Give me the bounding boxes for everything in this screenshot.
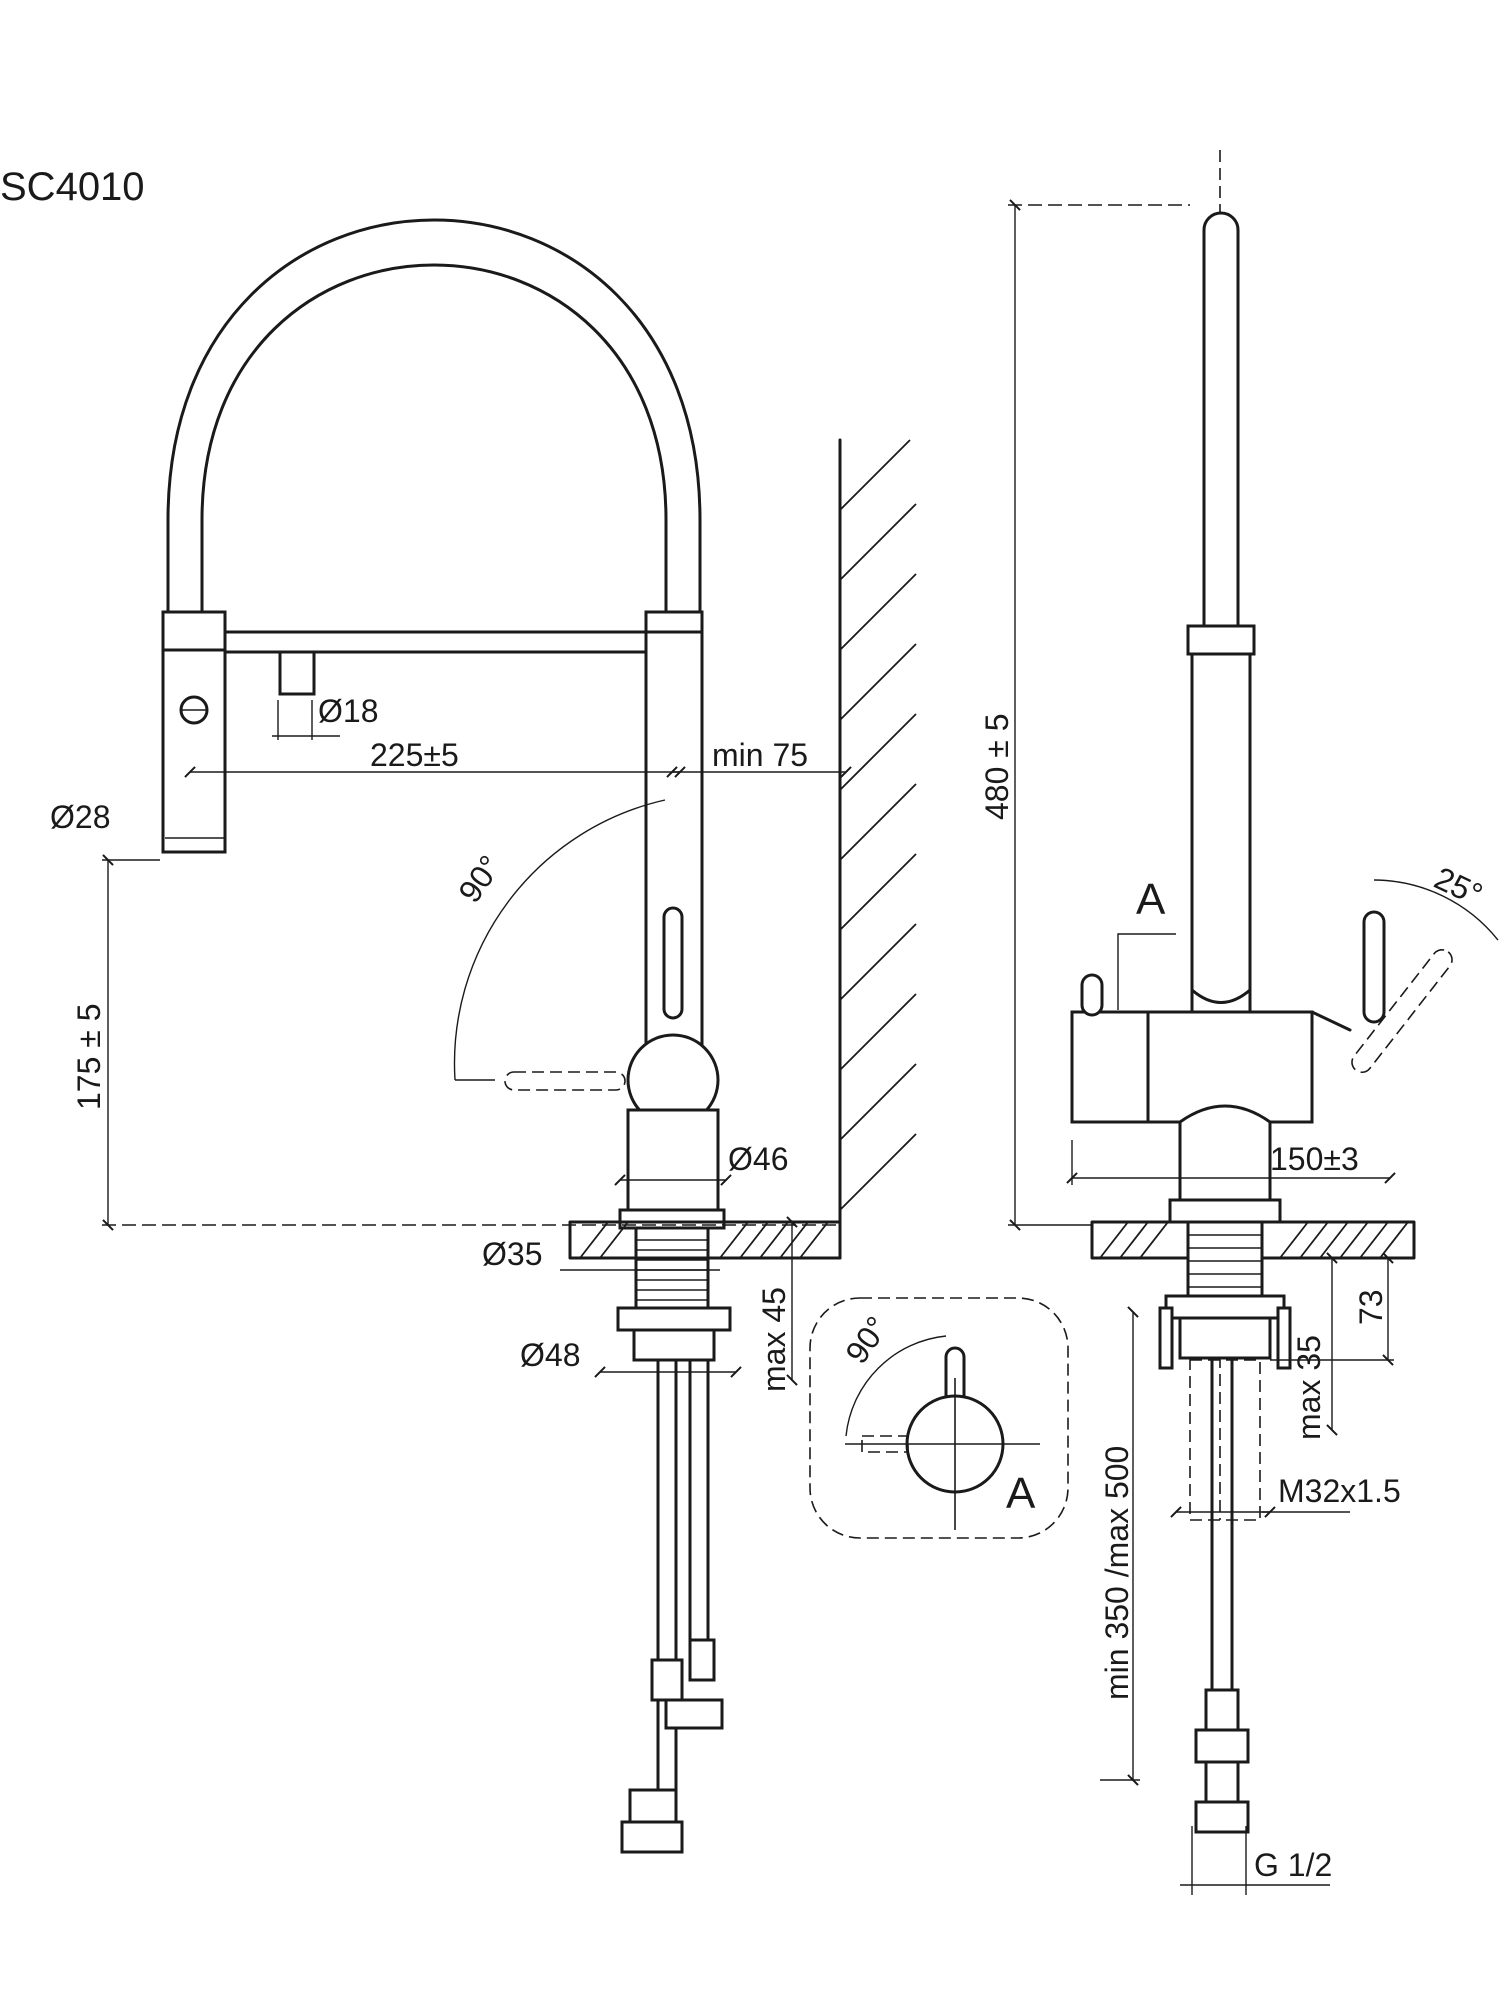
dim-shank-diameter: Ø35 bbox=[482, 1236, 542, 1272]
dim-body-diameter: Ø46 bbox=[728, 1141, 788, 1177]
detail-label: A bbox=[1006, 1469, 1036, 1518]
dim-head-height: 175 ± 5 bbox=[71, 1003, 107, 1110]
dim-counter-thickness: max 45 bbox=[756, 1287, 792, 1392]
hose-outlet bbox=[278, 650, 316, 696]
front-body bbox=[1070, 1010, 1314, 1124]
dim-nut-diameter: Ø48 bbox=[520, 1337, 580, 1373]
detail-a: 90° A bbox=[809, 1297, 1069, 1539]
detail-marker: A bbox=[1136, 875, 1166, 924]
front-view: 25° bbox=[979, 150, 1499, 1895]
dim-connection: G 1/2 bbox=[1254, 1847, 1332, 1883]
front-spout bbox=[1202, 211, 1240, 642]
dim-hose-length: min 350 /max 500 bbox=[1099, 1446, 1135, 1700]
dim-swivel-angle: 90° bbox=[451, 849, 508, 909]
dim-head-diameter: Ø28 bbox=[50, 799, 110, 835]
dim-reach: 225±5 bbox=[370, 737, 459, 773]
dim-mount-height: 73 bbox=[1353, 1289, 1389, 1325]
dim-hose-diameter: Ø18 bbox=[318, 693, 378, 729]
dim-thread: M32x1.5 bbox=[1278, 1473, 1401, 1509]
dim-total-height: 480 ± 5 bbox=[979, 713, 1015, 820]
dim-max-thickness: max 35 bbox=[1291, 1335, 1327, 1440]
model-title: SC4010 bbox=[0, 165, 145, 209]
side-view: Ø18 225±5 min 75 Ø28 90° 175 ± 5 Ø46 Ø35… bbox=[50, 218, 917, 1854]
dim-lever-angle: 25° bbox=[1429, 860, 1488, 913]
support-bar bbox=[223, 630, 657, 654]
dim-base-width: 150±3 bbox=[1270, 1141, 1359, 1177]
lever bbox=[662, 906, 684, 1020]
spray-head bbox=[161, 610, 227, 854]
dim-wall-clearance: min 75 bbox=[712, 737, 808, 773]
spout-arch bbox=[166, 218, 702, 617]
